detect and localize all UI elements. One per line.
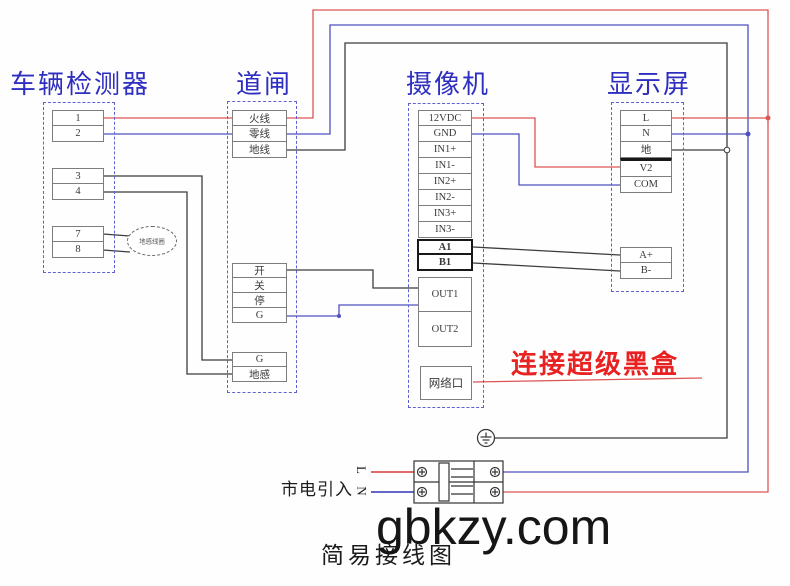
wire-G-to-out1 <box>287 304 418 317</box>
terminal-cam-in2n: IN2- <box>418 190 472 206</box>
junction-G-out1 <box>337 314 341 318</box>
wire-a1-to-aplus <box>472 246 621 256</box>
breaker-terminal-screws <box>416 466 501 498</box>
terminal-cam-in1p: IN1+ <box>418 142 472 158</box>
terminal-cam-out1: OUT1 <box>418 277 472 312</box>
mains-live-letter: L <box>353 466 369 474</box>
junction-ground <box>723 146 731 154</box>
camera-rs485-terminals: A1 B1 <box>417 239 473 271</box>
barrier-enclosure <box>227 101 297 393</box>
junction-neutral <box>745 131 751 137</box>
terminal-cam-12vdc: 12VDC <box>418 110 472 126</box>
mains-input-label: 市电引入 <box>281 480 353 499</box>
display-power-terminals: L N 地 V2 COM <box>620 110 672 193</box>
terminal-cam-out2: OUT2 <box>418 312 472 347</box>
terminal-disp-bminus: B- <box>620 263 672 279</box>
wire-det3-to-loopG <box>103 175 232 361</box>
terminal-barrier-loopG: G <box>232 352 287 367</box>
camera-enclosure <box>408 103 484 408</box>
terminal-barrier-G: G <box>232 308 287 323</box>
terminal-det-1: 1 <box>52 110 104 126</box>
camera-out-terminals: OUT1 OUT2 <box>418 277 472 347</box>
breaker-toggle <box>438 462 450 502</box>
camera-io-terminals: 12VDC GND IN1+ IN1- IN2+ IN2- IN3+ IN3- <box>418 110 472 238</box>
terminal-cam-b1: B1 <box>417 255 473 271</box>
barrier-control-terminals: 开 关 停 G <box>232 263 287 323</box>
terminal-disp-ground: 地 <box>620 142 672 158</box>
terminal-barrier-ground: 地线 <box>232 142 287 158</box>
watermark-text: gbkzy.com <box>376 499 612 555</box>
terminal-det-8: 8 <box>52 242 104 258</box>
detector-terminal-group-loop: 7 8 <box>52 226 104 258</box>
detector-terminal-group-power: 1 2 <box>52 110 104 142</box>
barrier-loop-terminals: G 地感 <box>232 352 287 382</box>
ground-loop-coil: 地感线圈 <box>127 226 177 256</box>
barrier-title: 道闸 <box>236 70 293 99</box>
terminal-cam-in3n: IN3- <box>418 222 472 238</box>
terminal-cam-a1: A1 <box>417 239 473 255</box>
coil-lead-8 <box>102 249 131 253</box>
wire-neutral-main <box>287 24 749 473</box>
terminal-disp-N: N <box>620 126 672 142</box>
detector-terminal-group-relay: 3 4 <box>52 168 104 200</box>
terminal-det-2: 2 <box>52 126 104 142</box>
terminal-disp-L: L <box>620 110 672 126</box>
terminal-barrier-stop: 停 <box>232 293 287 308</box>
wire-b1-to-bminus <box>472 262 621 272</box>
terminal-barrier-close: 关 <box>232 278 287 293</box>
terminal-disp-aplus: A+ <box>620 247 672 263</box>
ground-loop-coil-label: 地感线圈 <box>139 237 165 245</box>
terminal-barrier-neutral: 零线 <box>232 126 287 142</box>
display-title: 显示屏 <box>607 70 692 99</box>
mains-neutral-letter: N <box>354 486 370 496</box>
terminal-barrier-open: 开 <box>232 263 287 278</box>
wire-12v-to-v2 <box>472 117 620 168</box>
barrier-power-terminals: 火线 零线 地线 <box>232 110 287 158</box>
detector-title: 车辆检测器 <box>10 70 151 99</box>
wire-ground-main <box>287 42 728 439</box>
wire-open-to-out1 <box>287 269 418 289</box>
earth-symbol <box>476 428 496 448</box>
blackbox-note: 连接超级黑盒 <box>511 350 680 379</box>
display-enclosure <box>611 102 684 292</box>
terminal-barrier-live: 火线 <box>232 110 287 126</box>
terminal-cam-gnd: GND <box>418 126 472 142</box>
coil-lead-7 <box>102 233 131 237</box>
terminal-cam-in3p: IN3+ <box>418 206 472 222</box>
terminal-cam-in1n: IN1- <box>418 158 472 174</box>
terminal-det-4: 4 <box>52 184 104 200</box>
terminal-det-7: 7 <box>52 226 104 242</box>
wire-network-to-blackbox <box>472 377 703 383</box>
display-rs485-terminals: A+ B- <box>620 247 672 279</box>
camera-network-port: 网络口 <box>420 366 472 400</box>
junction-live <box>765 115 771 121</box>
diagram-caption: 简易接线图 <box>321 543 456 568</box>
wire-gnd-to-com <box>472 133 620 186</box>
circuit-breaker <box>413 460 504 504</box>
detector-enclosure <box>43 102 115 273</box>
terminal-disp-com: COM <box>620 177 672 193</box>
terminal-disp-v2: V2 <box>620 158 672 177</box>
wire-det4-to-loopsense <box>103 191 232 375</box>
terminal-barrier-loopsense: 地感 <box>232 367 287 382</box>
wire-live-main <box>287 9 769 493</box>
camera-title: 摄像机 <box>406 70 491 99</box>
terminal-cam-in2p: IN2+ <box>418 174 472 190</box>
terminal-det-3: 3 <box>52 168 104 184</box>
